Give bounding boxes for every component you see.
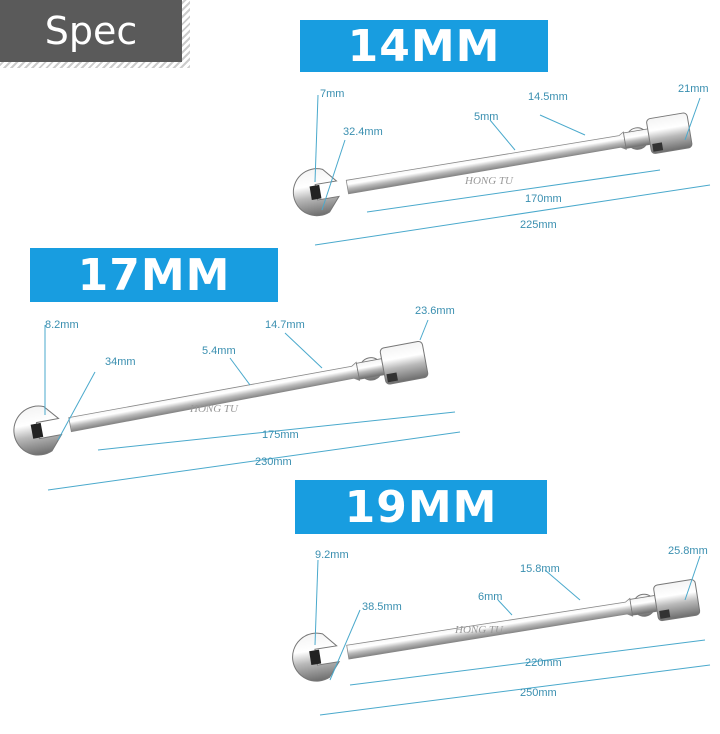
- dim-socket-diameter: 23.6mm: [415, 305, 455, 317]
- wrench-17mm: HONG TU 8.2mm 34mm 5.4mm 14.7mm 23.6mm 1…: [9, 305, 461, 491]
- size-title-17mm: 17MM: [30, 248, 278, 302]
- size-title-19mm: 19MM: [295, 480, 547, 534]
- dim-neck-width: 14.7mm: [265, 319, 305, 331]
- dim-socket-diameter: 25.8mm: [668, 545, 708, 557]
- dim-neck-width: 14.5mm: [528, 91, 568, 103]
- dim-handle-length: 170mm: [525, 193, 562, 205]
- brand-engraving: HONG TU: [454, 624, 504, 636]
- spec-badge: Spec: [0, 0, 190, 68]
- brand-engraving: HONG TU: [189, 403, 239, 415]
- dim-shaft-thickness: 5mm: [474, 111, 498, 123]
- wrench-14mm: HONG TU 7mm 32.4mm 5mm 14.5mm 21mm 170mm…: [289, 83, 711, 246]
- dim-jaw-thickness: 7mm: [320, 88, 344, 100]
- dim-jaw-thickness: 9.2mm: [315, 549, 349, 561]
- dim-head-width: 38.5mm: [362, 601, 402, 613]
- spec-label: Spec: [0, 0, 182, 62]
- dim-handle-length: 175mm: [262, 429, 299, 441]
- dim-shaft-thickness: 5.4mm: [202, 345, 236, 357]
- size-title-14mm: 14MM: [300, 20, 548, 72]
- wrench-19mm: HONG TU 9.2mm 38.5mm 6mm 15.8mm 25.8mm 2…: [288, 545, 711, 716]
- dim-handle-length: 220mm: [525, 657, 562, 669]
- dim-head-width: 34mm: [105, 356, 136, 368]
- dim-socket-diameter: 21mm: [678, 83, 709, 95]
- dim-neck-width: 15.8mm: [520, 563, 560, 575]
- dim-head-width: 32.4mm: [343, 126, 383, 138]
- dim-total-length: 250mm: [520, 687, 557, 699]
- dim-total-length: 225mm: [520, 219, 557, 231]
- dim-shaft-thickness: 6mm: [478, 591, 502, 603]
- dim-total-length: 230mm: [255, 456, 292, 468]
- brand-engraving: HONG TU: [464, 175, 514, 187]
- dim-jaw-thickness: 8.2mm: [45, 319, 79, 331]
